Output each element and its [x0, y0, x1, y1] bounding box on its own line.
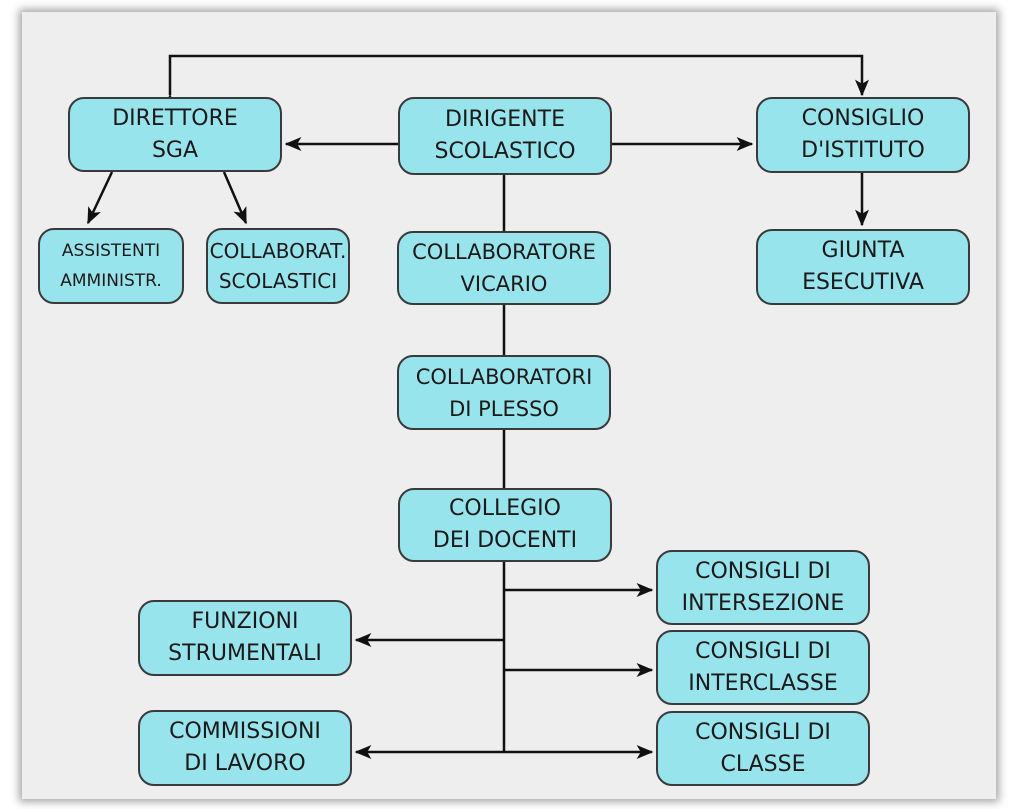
node-direttore-sga: DIRETTORE SGA [68, 97, 282, 172]
connector-direttore-collaborat [222, 171, 248, 225]
node-consigli-di-interclasse: CONSIGLI DI INTERCLASSE [656, 630, 870, 705]
node-collegio-dei-docenti: COLLEGIO DEI DOCENTI [398, 488, 612, 562]
connector-top-loop [163, 54, 869, 111]
connector-direttore-assistenti [86, 171, 114, 225]
node-assistenti-amministr: ASSISTENTI AMMINISTR. [38, 228, 184, 304]
node-commissioni-di-lavoro: COMMISSIONI DI LAVORO [138, 710, 352, 786]
node-collaboratori-di-plesso: COLLABORATORI DI PLESSO [397, 355, 611, 430]
node-collaborat-scolastici: COLLABORAT. SCOLASTICI [206, 228, 350, 304]
node-consigli-di-classe: CONSIGLI DI CLASSE [656, 711, 870, 786]
node-collaboratore-vicario: COLLABORATORE VICARIO [397, 231, 611, 305]
node-funzioni-strumentali: FUNZIONI STRUMENTALI [138, 600, 352, 676]
node-consigli-di-intersezione: CONSIGLI DI INTERSEZIONE [656, 550, 870, 625]
node-dirigente-scolastico: DIRIGENTE SCOLASTICO [398, 97, 612, 175]
node-consiglio-istituto: CONSIGLIO D'ISTITUTO [756, 97, 970, 173]
node-giunta-esecutiva: GIUNTA ESECUTIVA [756, 229, 970, 305]
